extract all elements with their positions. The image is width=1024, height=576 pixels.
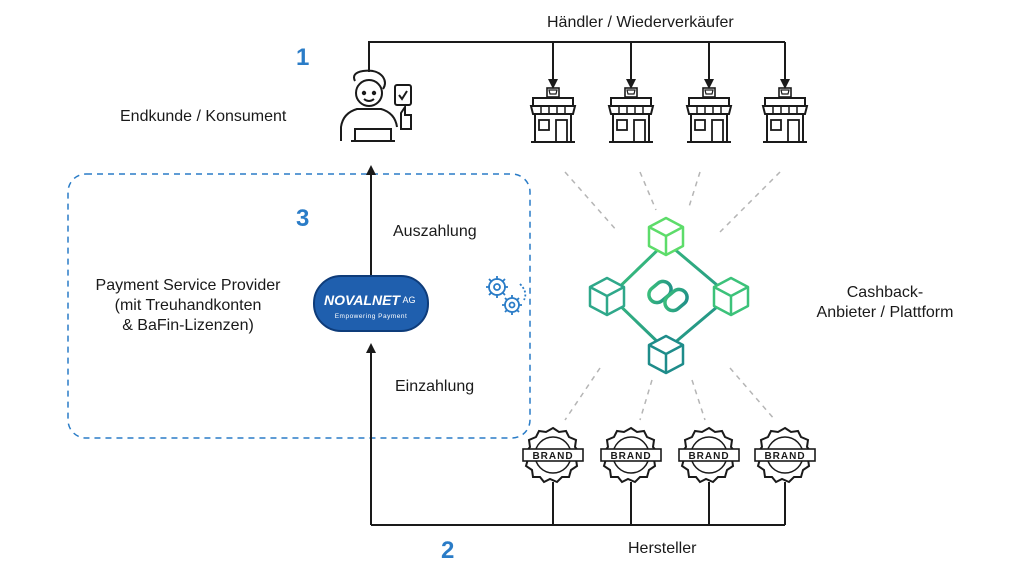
cashback-label-line2: Anbieter / Plattform <box>816 304 954 321</box>
shop-icon <box>530 87 576 143</box>
brand-text: BRAND <box>764 451 805 462</box>
brand-text: BRAND <box>688 451 729 462</box>
logo-tagline: Empowering Payment <box>335 313 408 320</box>
brand-seal-icon: BRAND <box>678 427 740 483</box>
step-number-1: 1 <box>296 44 310 71</box>
brand-text: BRAND <box>610 451 651 462</box>
haendler-label: Händler / Wiederverkäufer <box>547 14 734 31</box>
shop-icon <box>608 87 654 143</box>
psp-label-line1: Payment Service Provider <box>95 277 281 294</box>
psp-dashed-box <box>67 173 531 439</box>
einzahlung-label: Einzahlung <box>395 378 475 395</box>
psp-label-line2: (mit Treuhandkonten <box>114 297 262 314</box>
haendler-connector <box>368 41 790 89</box>
shop-icon <box>686 87 732 143</box>
endkunde-label: Endkunde / Konsument <box>120 108 287 125</box>
cashback-network-icon <box>588 216 750 375</box>
shop-icon <box>762 87 808 143</box>
logo-name: NOVALNET <box>324 292 401 308</box>
logo-suffix: AG <box>402 295 415 305</box>
hersteller-connector <box>371 482 786 526</box>
novalnet-logo: NOVALNET AG Empowering Payment <box>313 275 429 332</box>
brand-seal-icon: BRAND <box>754 427 816 483</box>
brand-seal-icon: BRAND <box>600 427 662 483</box>
gears-icon <box>486 276 527 315</box>
cashback-label: Cashback- Anbieter / Plattform <box>790 283 980 323</box>
platform-dashed-links <box>564 171 781 421</box>
step-number-2: 2 <box>441 537 455 564</box>
psp-label: Payment Service Provider (mit Treuhandko… <box>78 276 298 336</box>
psp-label-line3: & BaFin-Lizenzen) <box>122 317 254 334</box>
brand-text: BRAND <box>532 451 573 462</box>
consumer-icon <box>340 69 412 142</box>
brand-seal-icon: BRAND <box>522 427 584 483</box>
cashback-label-line1: Cashback- <box>846 284 924 301</box>
auszahlung-label: Auszahlung <box>393 223 477 240</box>
hersteller-label: Hersteller <box>628 540 697 557</box>
step-number-3: 3 <box>296 205 310 232</box>
